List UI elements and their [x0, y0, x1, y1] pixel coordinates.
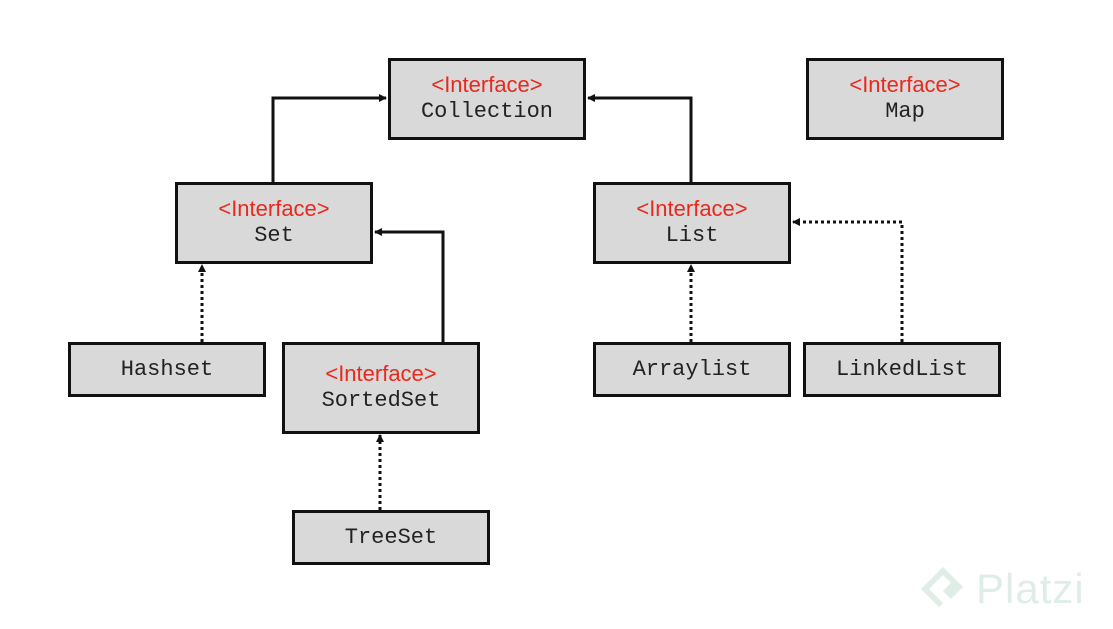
node-name: Map — [885, 99, 925, 124]
edge-linkedlist-to-list — [792, 218, 904, 342]
platzi-logo-icon — [921, 567, 963, 607]
watermark-text: Platzi — [976, 565, 1085, 612]
stereotype-label: <Interface> — [636, 196, 748, 221]
stereotype-label: <Interface> — [325, 361, 437, 386]
node-name: SortedSet — [321, 388, 441, 413]
node-sortedset: <Interface> SortedSet — [282, 342, 480, 434]
node-name: Hashset — [120, 356, 214, 382]
node-treeset: TreeSet — [292, 510, 490, 565]
edge-list-to-collection — [587, 94, 693, 182]
edge-set-to-collection — [271, 94, 387, 182]
platzi-watermark: Platzi — [918, 556, 1108, 622]
node-name: List — [665, 223, 719, 248]
stereotype-label: <Interface> — [431, 72, 543, 97]
node-name: Collection — [420, 99, 554, 124]
node-arraylist: Arraylist — [593, 342, 791, 397]
node-name: Set — [254, 223, 294, 248]
node-list: <Interface> List — [593, 182, 791, 264]
node-name: LinkedList — [835, 356, 969, 382]
stereotype-label: <Interface> — [218, 196, 330, 221]
stereotype-label: <Interface> — [849, 72, 961, 97]
node-name: Arraylist — [632, 356, 752, 382]
edge-sortedset-to-set — [374, 228, 445, 342]
node-map: <Interface> Map — [806, 58, 1004, 140]
node-name: TreeSet — [344, 524, 438, 550]
node-linkedlist: LinkedList — [803, 342, 1001, 397]
node-collection: <Interface> Collection — [388, 58, 586, 140]
node-hashset: Hashset — [68, 342, 266, 397]
node-set: <Interface> Set — [175, 182, 373, 264]
